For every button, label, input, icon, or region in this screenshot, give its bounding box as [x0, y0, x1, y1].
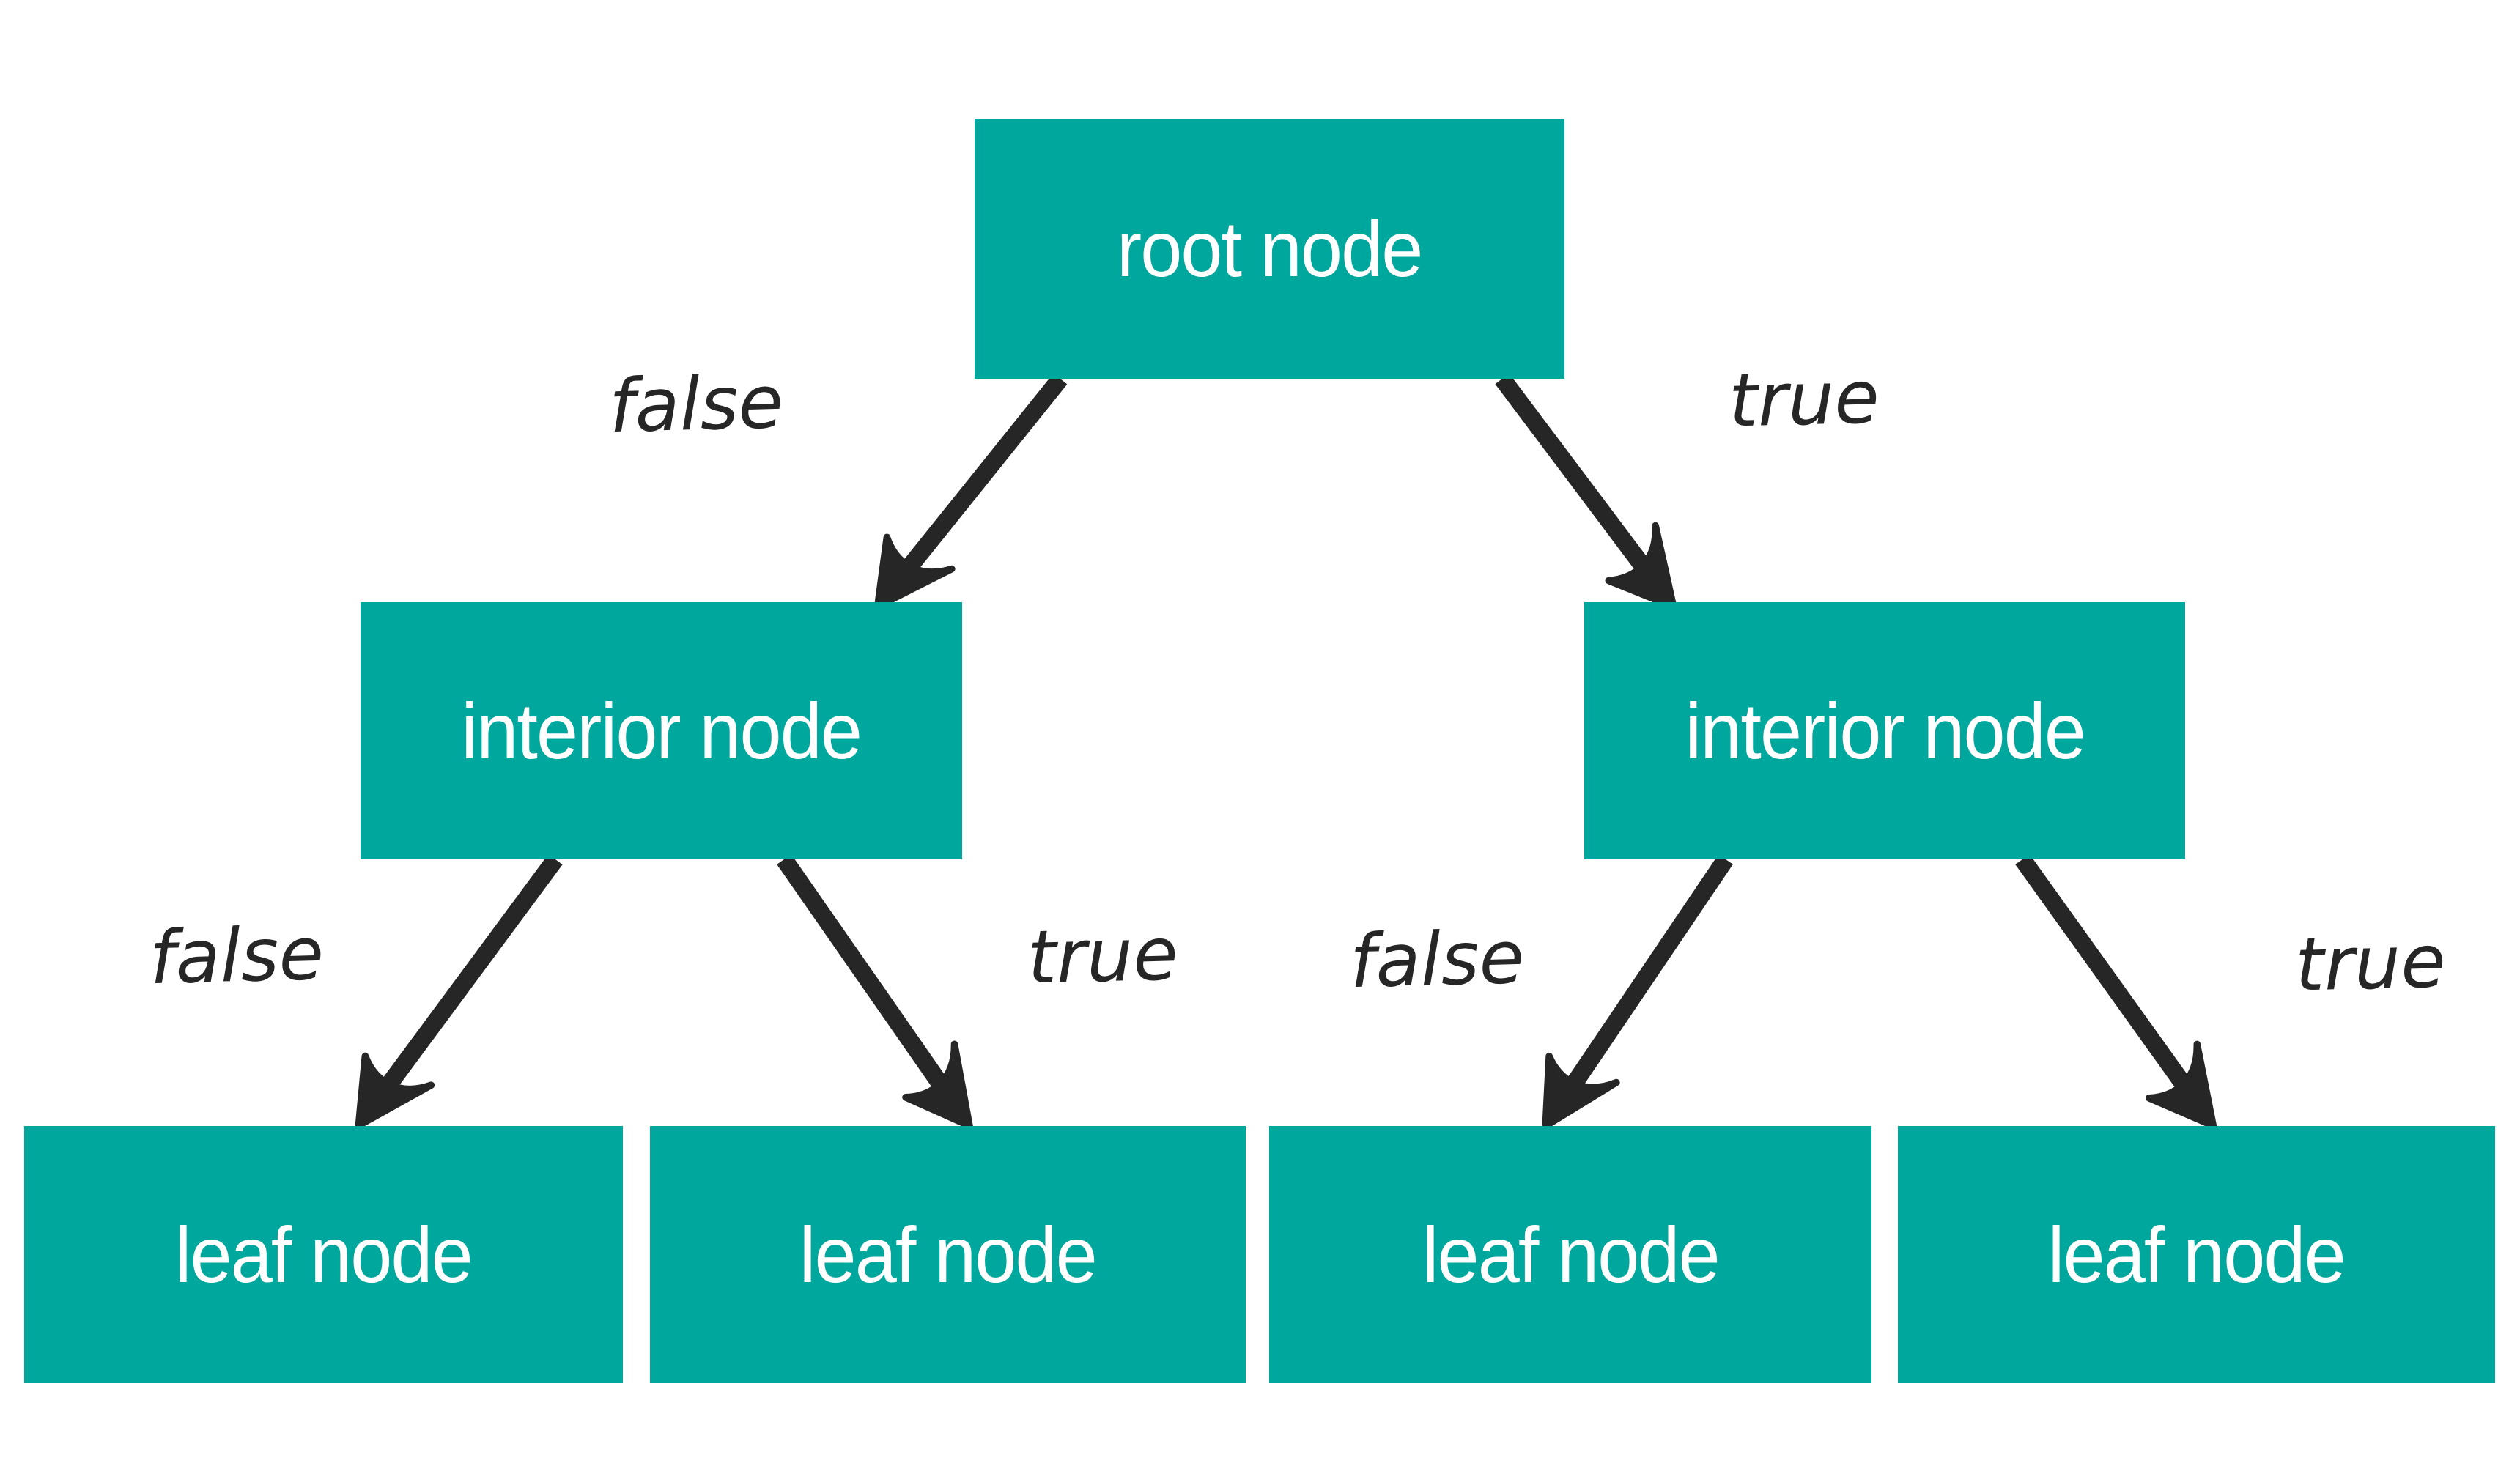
node-interior-right-label: interior node — [1685, 686, 2086, 775]
node-leaf-2: leaf node — [650, 1126, 1246, 1383]
edge-interior-right-to-leaf-4 — [2015, 854, 2217, 1130]
edge-label-interior-right-true: true — [2294, 918, 2447, 1008]
edge-label-interior-left-false: false — [148, 910, 325, 1001]
node-root-label: root node — [1117, 204, 1423, 293]
edge-label-interior-right-false: false — [1348, 914, 1526, 1005]
node-interior-right: interior node — [1584, 602, 2185, 859]
node-leaf-1: leaf node — [24, 1126, 623, 1383]
node-leaf-3: leaf node — [1269, 1126, 1871, 1383]
node-leaf-1-label: leaf node — [174, 1210, 473, 1299]
node-interior-left: interior node — [361, 602, 962, 859]
node-root: root node — [975, 119, 1564, 379]
edge-label-root-true: true — [1727, 354, 1881, 444]
edge-label-interior-left-true: true — [1026, 911, 1180, 1001]
edge-root-to-interior-right — [1495, 373, 1677, 611]
edge-label-root-false: false — [607, 358, 785, 450]
edge-root-to-interior-left — [873, 373, 1068, 610]
edge-interior-left-to-leaf-2 — [777, 854, 973, 1130]
node-interior-left-label: interior node — [461, 686, 863, 775]
node-leaf-4: leaf node — [1898, 1126, 2495, 1383]
edge-interior-left-to-leaf-1 — [355, 853, 563, 1130]
edge-interior-right-to-leaf-3 — [1542, 854, 1733, 1130]
node-leaf-4-label: leaf node — [2047, 1210, 2346, 1299]
node-leaf-3-label: leaf node — [1422, 1210, 1720, 1299]
node-leaf-2-label: leaf node — [799, 1210, 1098, 1299]
